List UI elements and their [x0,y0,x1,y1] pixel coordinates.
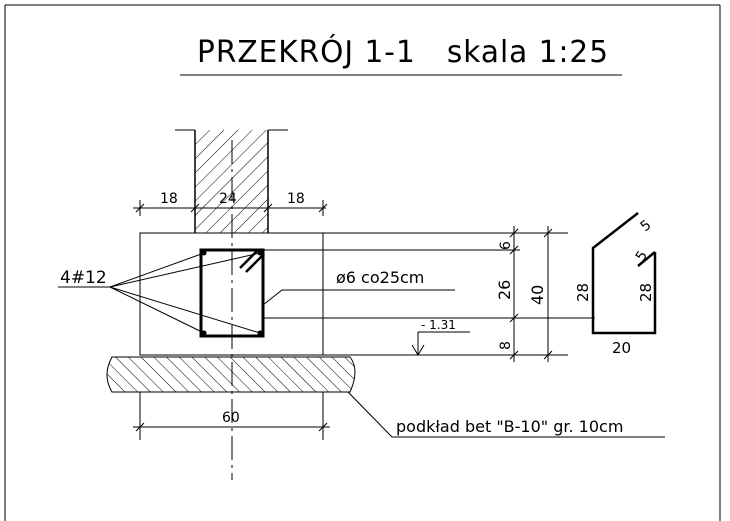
top-dimension [133,200,328,216]
dim-top-middle: 24 [219,191,237,207]
dim-top-left: 18 [160,191,178,207]
drawing-title: PRZEKRÓJ 1-1 skala 1:25 [197,33,609,70]
detail-left-height: 28 [574,283,592,302]
page-frame [4,4,721,521]
dim-top-right: 18 [287,191,305,207]
detail-bottom-width: 20 [612,339,631,357]
elevation-mark [411,331,470,356]
subbase-concrete [106,356,356,393]
detail-hook-side: 5 [633,248,651,264]
rebar-leaders [58,252,261,334]
detail-hook-top: 5 [638,217,655,235]
subbase-leader [347,391,665,438]
dim-vertical-top: 6 [498,241,514,250]
rebar-label: 4#12 [60,268,107,288]
stirrup-label: ø6 co25cm [336,268,424,287]
dim-vertical-middle: 26 [495,280,514,300]
vertical-dimension [509,226,553,362]
detail-right-height: 28 [637,283,655,302]
extension-lines [263,232,595,356]
elevation-label: - 1.31 [421,318,456,332]
footing-outline [139,232,324,356]
dim-vertical-bottom: 8 [498,341,514,350]
stirrup-detail [591,212,657,335]
bottom-dimension [133,392,330,440]
stirrup-in-footing [199,248,265,338]
stirrup-leader [262,289,455,306]
dim-vertical-total: 40 [528,285,547,305]
subbase-label: podkład bet "B-10" gr. 10cm [396,417,623,436]
dim-bottom-width: 60 [222,410,240,426]
